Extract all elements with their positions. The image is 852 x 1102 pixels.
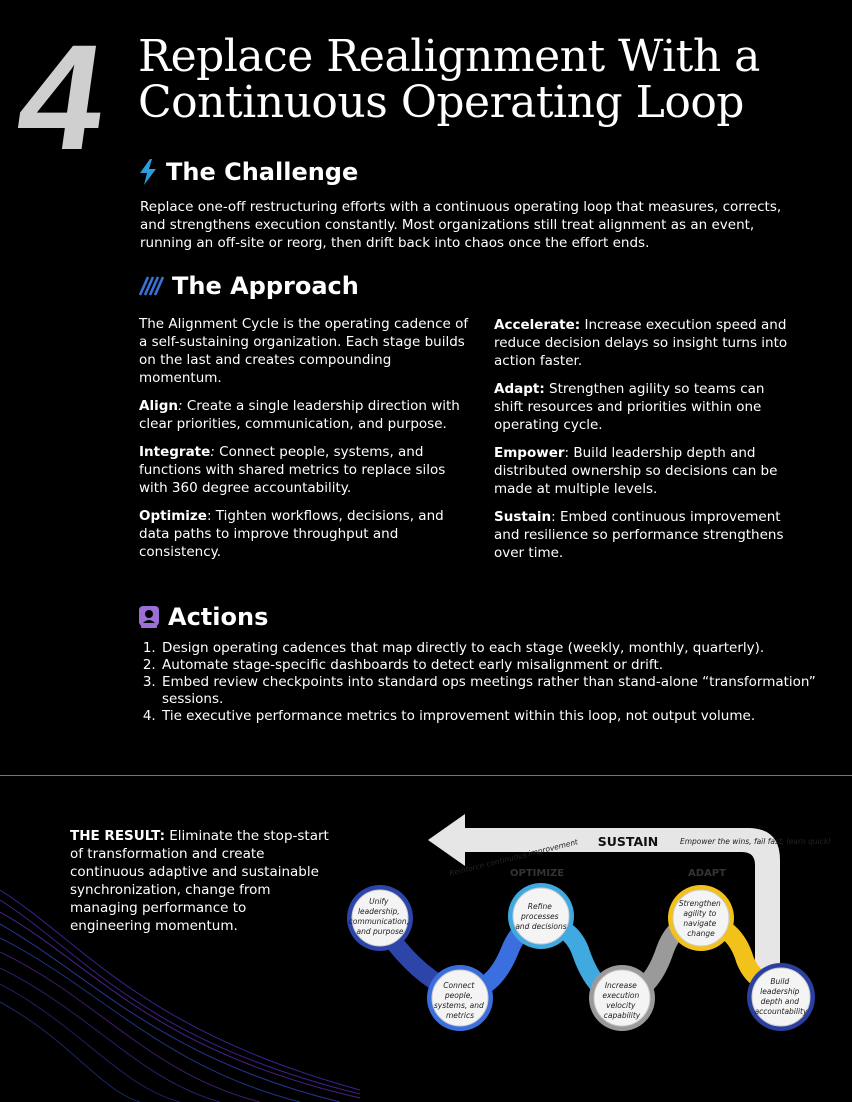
approach-intro: The Alignment Cycle is the operating cad… bbox=[139, 316, 469, 386]
approach-item-adapt: Adapt: Strengthen agility so teams can s… bbox=[494, 381, 765, 433]
section-divider bbox=[0, 775, 852, 776]
svg-text:Build leadership d: Build leadership depth and accountabilit… bbox=[755, 977, 808, 1016]
list-item: Automate stage-specific dashboards to de… bbox=[160, 657, 820, 674]
section-number: 4 bbox=[8, 13, 112, 181]
arrow-right-text: Empower the wins, fail fast, learn quick… bbox=[680, 837, 830, 846]
approach-item-integrate: Integrate: Connect people, systems, and … bbox=[139, 444, 446, 496]
actions-heading: Actions bbox=[138, 603, 268, 631]
actions-heading-text: Actions bbox=[168, 603, 269, 631]
list-item: Design operating cadences that map direc… bbox=[160, 640, 820, 657]
list-item: Embed review checkpoints into standard o… bbox=[160, 674, 820, 708]
slashes-icon bbox=[138, 276, 164, 296]
approach-heading-text: The Approach bbox=[172, 272, 359, 300]
sustain-return-arrow bbox=[428, 814, 780, 980]
page-title: Replace Realignment With a Continuous Op… bbox=[138, 34, 760, 126]
approach-item-empower: Empower: Build leadership depth and dist… bbox=[494, 445, 778, 497]
node-unify: Unify leadership, communication, and pur… bbox=[347, 885, 413, 951]
node-connect: Connect people, systems, and metrics bbox=[427, 965, 493, 1031]
optimize-faint-label: OPTIMIZE bbox=[510, 868, 564, 879]
svg-text:Strengthen agility to: Strengthen agility to navigate change bbox=[679, 899, 723, 938]
svg-text:Connect people, sy: Connect people, systems, and metrics bbox=[434, 981, 486, 1020]
svg-text:Unify leadership,: Unify leadership, communication, and pur… bbox=[349, 897, 412, 936]
approach-item-accelerate: Accelerate: Increase execution speed and… bbox=[494, 317, 788, 369]
challenge-heading-text: The Challenge bbox=[166, 158, 359, 186]
node-refine: Refine processes and decisions bbox=[508, 883, 574, 949]
list-item: Tie executive performance metrics to imp… bbox=[160, 708, 820, 725]
challenge-heading: The Challenge bbox=[138, 158, 358, 186]
actions-list: Design operating cadences that map direc… bbox=[138, 640, 820, 725]
approach-item-align: Align: Create a single leadership direct… bbox=[139, 398, 460, 432]
challenge-text: Replace one-off restructuring efforts wi… bbox=[140, 199, 782, 251]
approach-heading: The Approach bbox=[138, 272, 359, 300]
approach-left-column: The Alignment Cycle is the operating cad… bbox=[139, 315, 469, 571]
approach-right-column: Accelerate: Increase execution speed and… bbox=[494, 316, 794, 572]
alignment-loop-diagram: SUSTAIN Reinforce continuous improvement… bbox=[347, 814, 830, 1031]
adapt-faint-label: ADAPT bbox=[688, 868, 726, 879]
title-line-1: Replace Realignment With a bbox=[138, 31, 760, 82]
svg-text:Refine processes a: Refine processes and decisions bbox=[515, 902, 566, 931]
node-strengthen: Strengthen agility to navigate change bbox=[668, 885, 734, 951]
lightning-bolt-icon bbox=[140, 159, 156, 185]
result-text: THE RESULT: Eliminate the stop-start of … bbox=[70, 828, 329, 934]
approach-item-sustain: Sustain: Embed continuous improvement an… bbox=[494, 509, 784, 561]
decorative-waves bbox=[0, 889, 360, 1102]
badge-icon bbox=[139, 606, 159, 628]
node-increase: Increase execution velocity capability bbox=[589, 965, 655, 1031]
title-line-2: Continuous Operating Loop bbox=[138, 77, 744, 128]
node-build: Build leadership depth and accountabilit… bbox=[747, 963, 815, 1031]
approach-item-optimize: Optimize: Tighten workflows, decisions, … bbox=[139, 508, 444, 560]
sustain-label: SUSTAIN bbox=[598, 834, 659, 849]
svg-text:Increase execution: Increase execution velocity capability bbox=[602, 981, 641, 1020]
